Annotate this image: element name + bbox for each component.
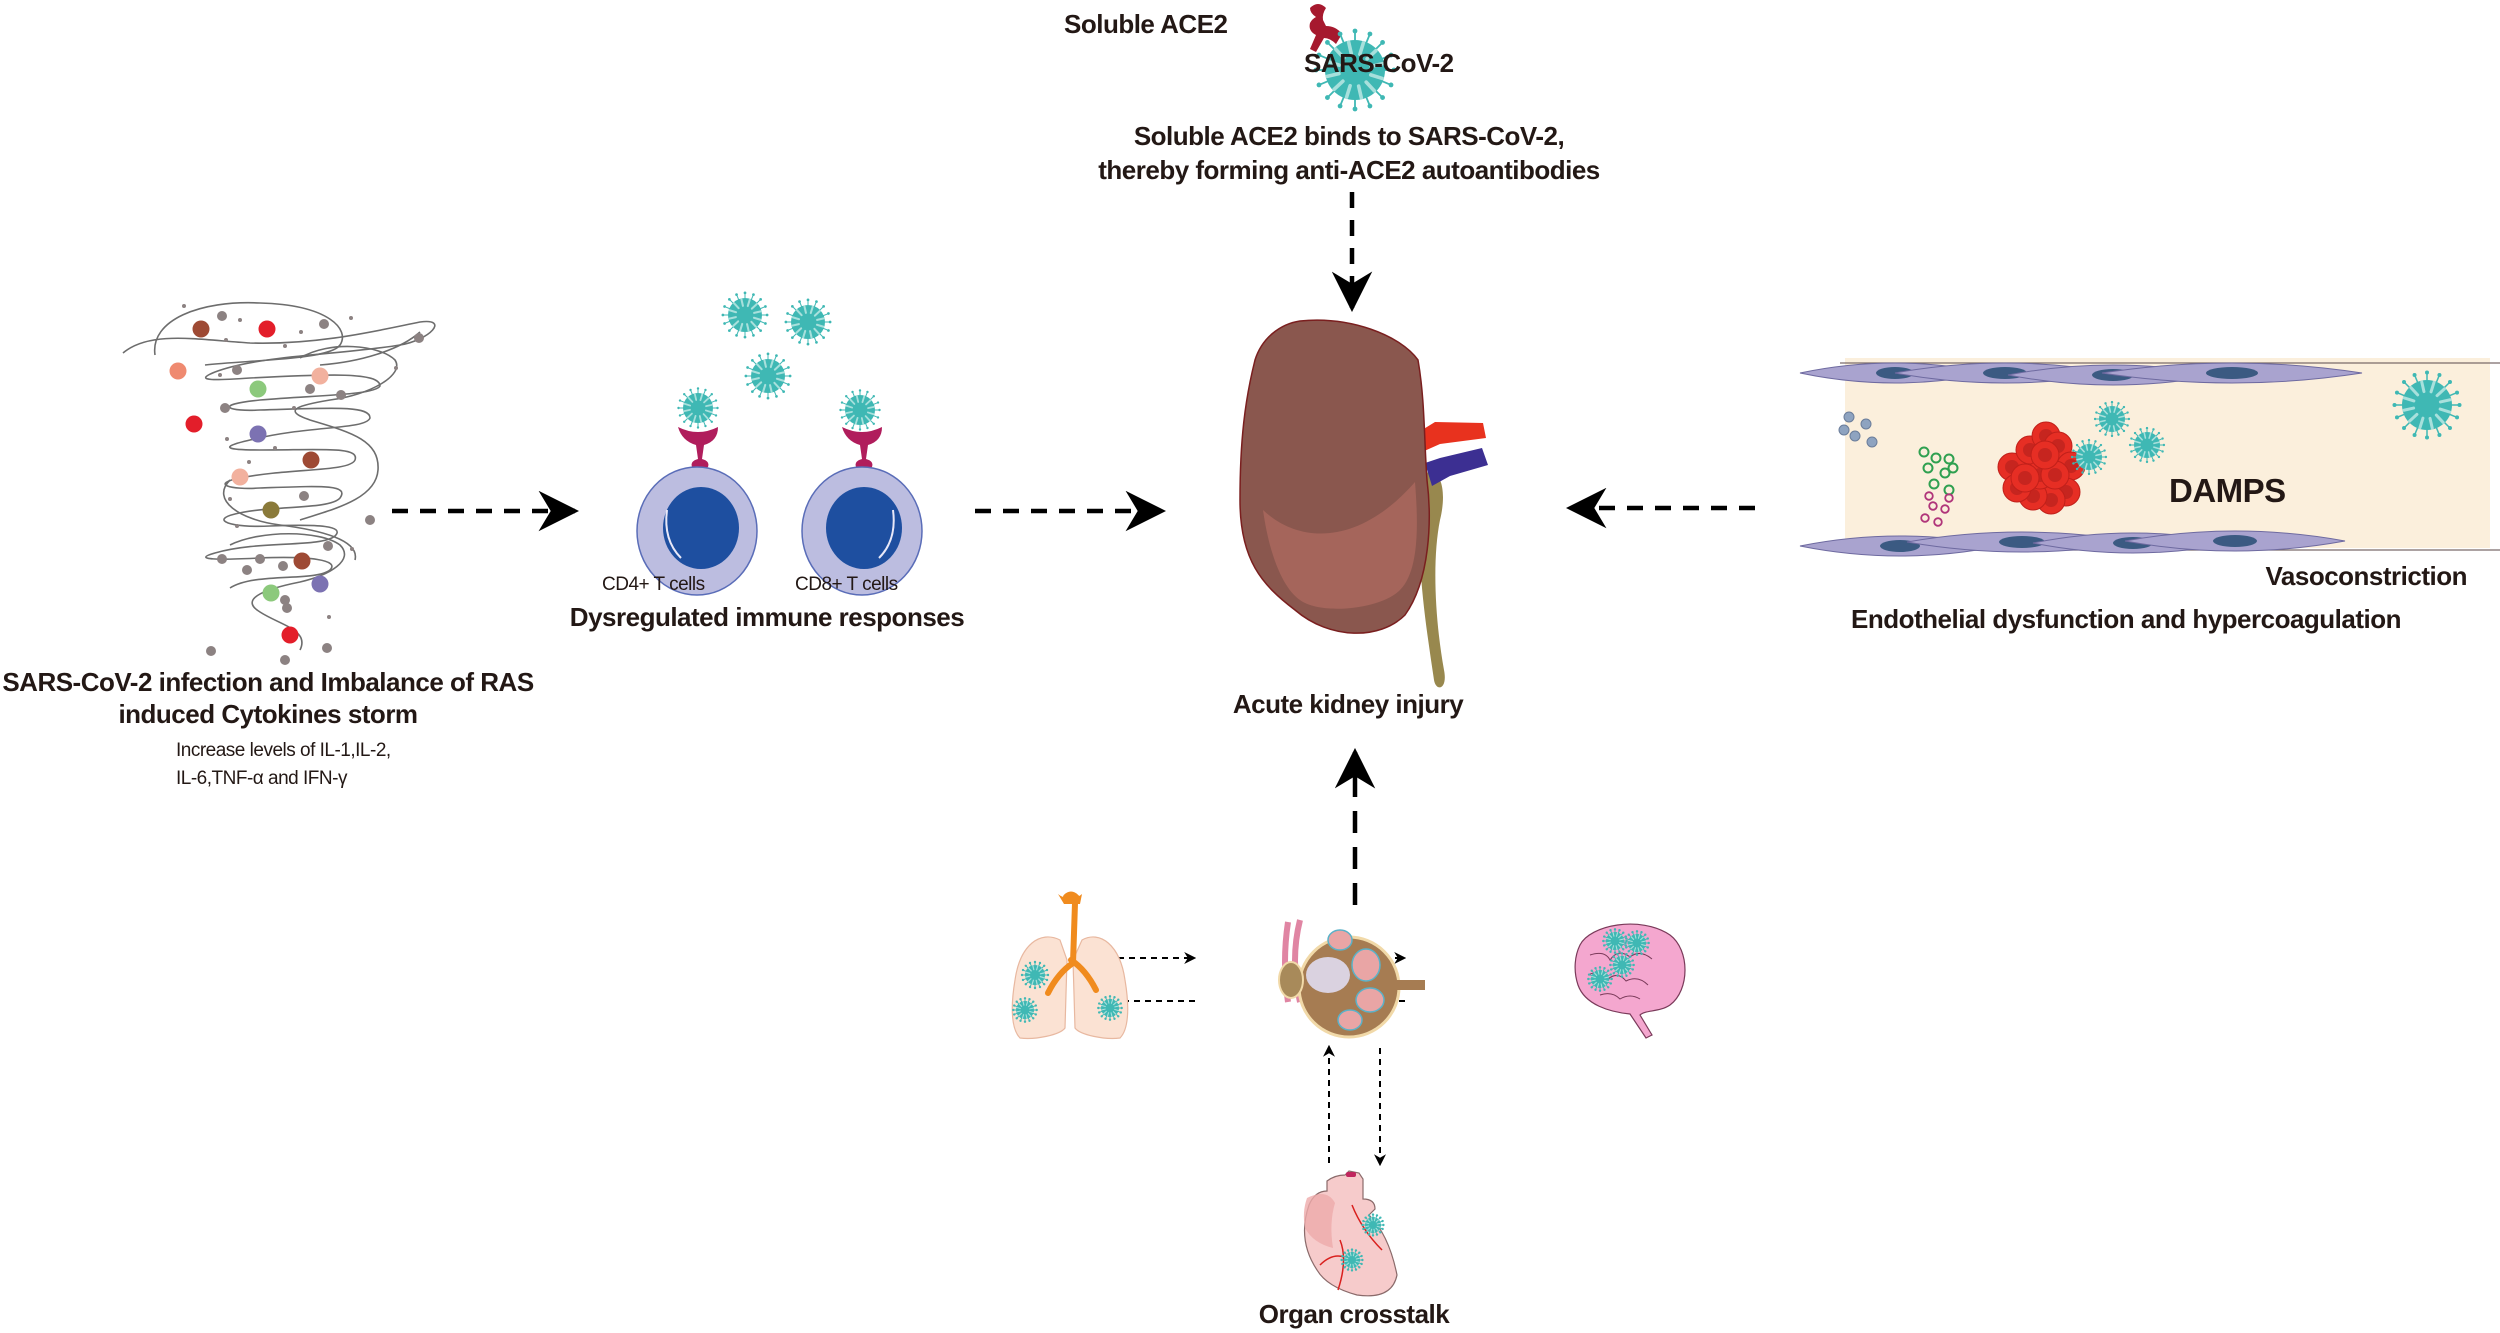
cytokine-particle — [311, 575, 329, 593]
virus-icon — [1012, 997, 1038, 1023]
cytokine-particle — [258, 320, 276, 338]
blood-vessel-icon — [1799, 358, 2500, 557]
virus-icon — [677, 387, 719, 429]
immune-responses-title: Dysregulated immune responses — [569, 602, 965, 632]
cd4-t-cell-icon — [636, 427, 758, 596]
top-virus-group — [1309, 4, 1397, 112]
cytokine-storm-title-line2: induced Cytokines storm — [118, 699, 418, 729]
sars-cov-2-label: SARS-CoV-2 — [1304, 48, 1454, 78]
virus-icon — [1020, 960, 1050, 990]
cytokine-particle — [262, 584, 280, 602]
cytokine-particle — [249, 425, 267, 443]
virus-icon — [721, 291, 769, 339]
glomerulus-icon — [1278, 919, 1425, 1039]
virus-icon — [2128, 426, 2166, 464]
acute-kidney-injury-title: Acute kidney injury — [1232, 689, 1464, 719]
large-virus-icon — [2392, 370, 2462, 440]
organ-crosstalk-title: Organ crosstalk — [1258, 1299, 1450, 1329]
damps-label: DAMPS — [2169, 472, 2286, 509]
cytokine-particle — [185, 415, 203, 433]
virus-icon — [1340, 1248, 1364, 1272]
virus-icon — [2070, 438, 2108, 476]
arrows — [392, 192, 1755, 1167]
brain-icon — [1574, 923, 1686, 1039]
soluble-ace2-label: Soluble ACE2 — [1064, 9, 1228, 39]
soluble-ace2-icon — [1309, 4, 1342, 52]
cytokine-particle — [192, 320, 210, 338]
cytokine-particle — [262, 501, 280, 519]
virus-icon — [744, 352, 792, 400]
cytokine-storm-title-line1: SARS-CoV-2 infection and Imbalance of RA… — [2, 667, 534, 697]
cytokine-particles — [169, 304, 424, 665]
ace2-caption-line1: Soluble ACE2 binds to SARS-CoV-2, — [1133, 121, 1565, 151]
vasoconstriction-label: Vasoconstriction — [2265, 561, 2468, 591]
immune-viruses — [677, 291, 881, 431]
cd8-t-cells-label: CD8+ T cells — [795, 574, 898, 595]
tornado-icon — [122, 301, 436, 651]
endothelial-dysfunction-title: Endothelial dysfunction and hypercoagula… — [1850, 604, 2402, 634]
cytokine-particle — [281, 626, 299, 644]
heart-icon — [1303, 1170, 1398, 1297]
cytokine-levels-line1: Increase levels of IL-1,IL-2, — [176, 740, 391, 761]
virus-icon — [839, 389, 881, 431]
cytokine-particle — [249, 380, 267, 398]
sars-cov-2-virus-icon — [1313, 28, 1397, 112]
virus-icon — [1097, 995, 1123, 1021]
kidney-icon — [1239, 319, 1488, 688]
virus-icon — [1624, 930, 1650, 956]
virus-icon — [784, 298, 832, 346]
cytokine-particle — [231, 468, 249, 486]
cytokine-particle — [169, 362, 187, 380]
endothelial-cells — [1799, 362, 2363, 557]
virus-icon — [1609, 952, 1635, 978]
virus-icon — [2093, 400, 2131, 438]
virus-icon — [1361, 1213, 1385, 1237]
cd4-t-cells-label: CD4+ T cells — [602, 574, 705, 595]
cytokine-particle — [302, 451, 320, 469]
virus-icon — [1587, 966, 1613, 992]
virus-icon — [1602, 928, 1628, 954]
lungs-icon — [1011, 891, 1129, 1040]
ace2-caption-line2: thereby forming anti-ACE2 autoantibodies — [1098, 155, 1600, 185]
cd8-t-cell-icon — [801, 427, 923, 596]
cytokine-particle — [293, 552, 311, 570]
cytokine-particle — [311, 367, 329, 385]
cytokine-levels-line2: IL-6,TNF-α and IFN-γ — [176, 768, 347, 789]
